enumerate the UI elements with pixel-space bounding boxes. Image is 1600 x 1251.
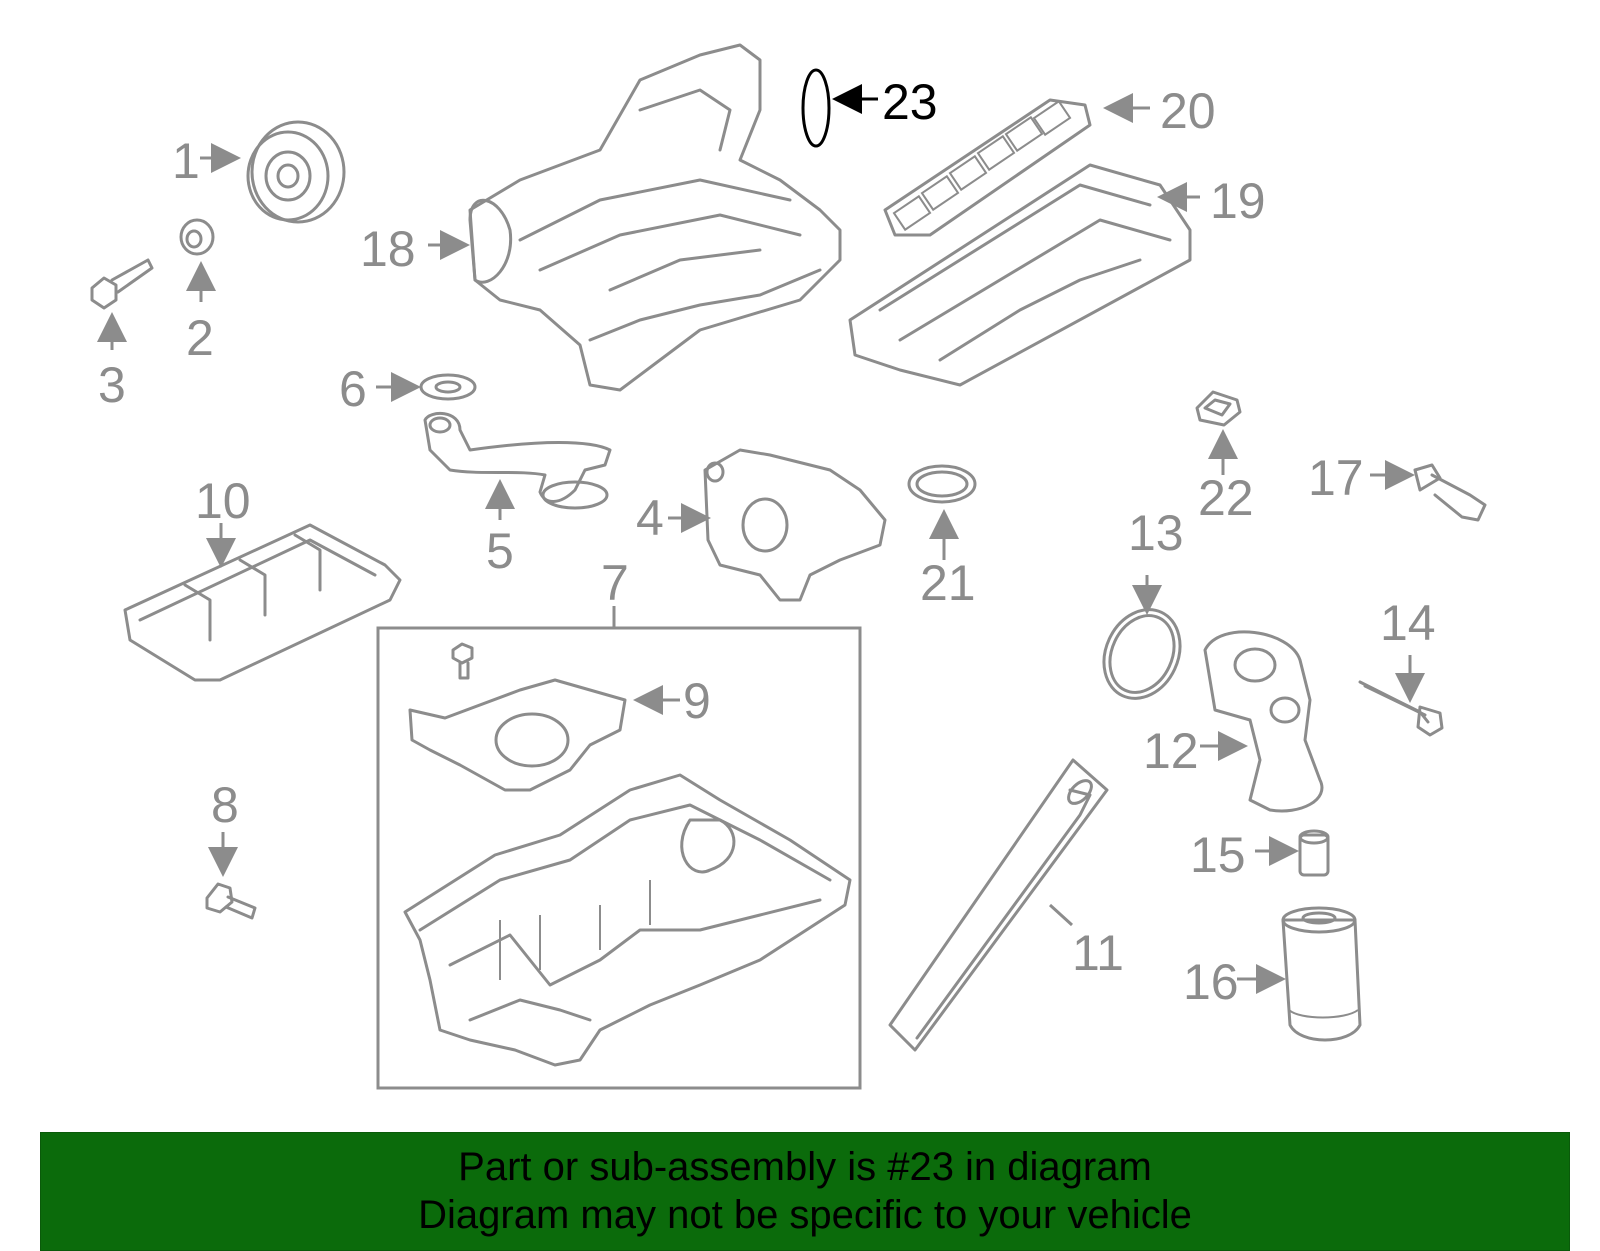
part-20-gasket [883,93,1150,237]
callout-19: 19 [1210,173,1266,229]
callout-11: 11 [1072,925,1124,981]
callout-8: 8 [211,777,239,833]
banner-line-disclaimer: Diagram may not be specific to your vehi… [418,1193,1192,1237]
callout-5: 5 [486,523,514,579]
part-10-baffle [123,523,402,682]
part-18-intake-manifold [428,43,842,392]
part-4-oil-pump [668,448,887,602]
part-19-lower-intake [848,163,1200,387]
part-12-filter-housing [1200,630,1324,813]
part-13-o-ring [1102,575,1182,700]
part-21-gasket [907,464,977,560]
callout-10: 10 [195,473,251,529]
callout-22: 22 [1198,470,1254,526]
part-22-seal [1195,390,1242,475]
part-3-bolt [90,258,154,350]
callout-21: 21 [920,555,976,611]
callout-14: 14 [1380,595,1436,651]
callout-15: 15 [1190,827,1246,883]
banner-line-part: Part or sub-assembly is #23 in diagram [458,1145,1152,1189]
callout-1: 1 [172,133,200,189]
part-8-bolt [205,832,257,920]
callout-4: 4 [636,490,664,546]
part-17-sensor [1370,460,1487,522]
part-16-oil-filter [1237,906,1362,1042]
part-5-pickup-tube [423,411,612,520]
callout-12: 12 [1143,723,1199,779]
part-6-gasket [376,372,477,402]
info-banner: Part or sub-assembly is #23 in diagram D… [40,1132,1570,1251]
callout-9: 9 [683,673,711,729]
callout-18: 18 [360,221,416,277]
part-15-plug [1255,829,1330,877]
callout-17: 17 [1308,450,1364,506]
part-11-dipstick [888,758,1109,1052]
part-7-oil-pan-assembly [376,606,862,1090]
part-1-pulley [200,120,346,224]
callout-20: 20 [1160,83,1216,139]
callout-6: 6 [339,361,367,417]
callout-13: 13 [1128,505,1184,561]
callout-16: 16 [1183,954,1239,1010]
part-2-washer [179,218,216,302]
callout-7: 7 [601,555,629,611]
part-23-o-ring [801,68,878,148]
callout-3: 3 [98,357,126,413]
part-14-bolt [1358,655,1444,737]
callout-2: 2 [186,310,214,366]
callout-23: 23 [882,74,938,130]
